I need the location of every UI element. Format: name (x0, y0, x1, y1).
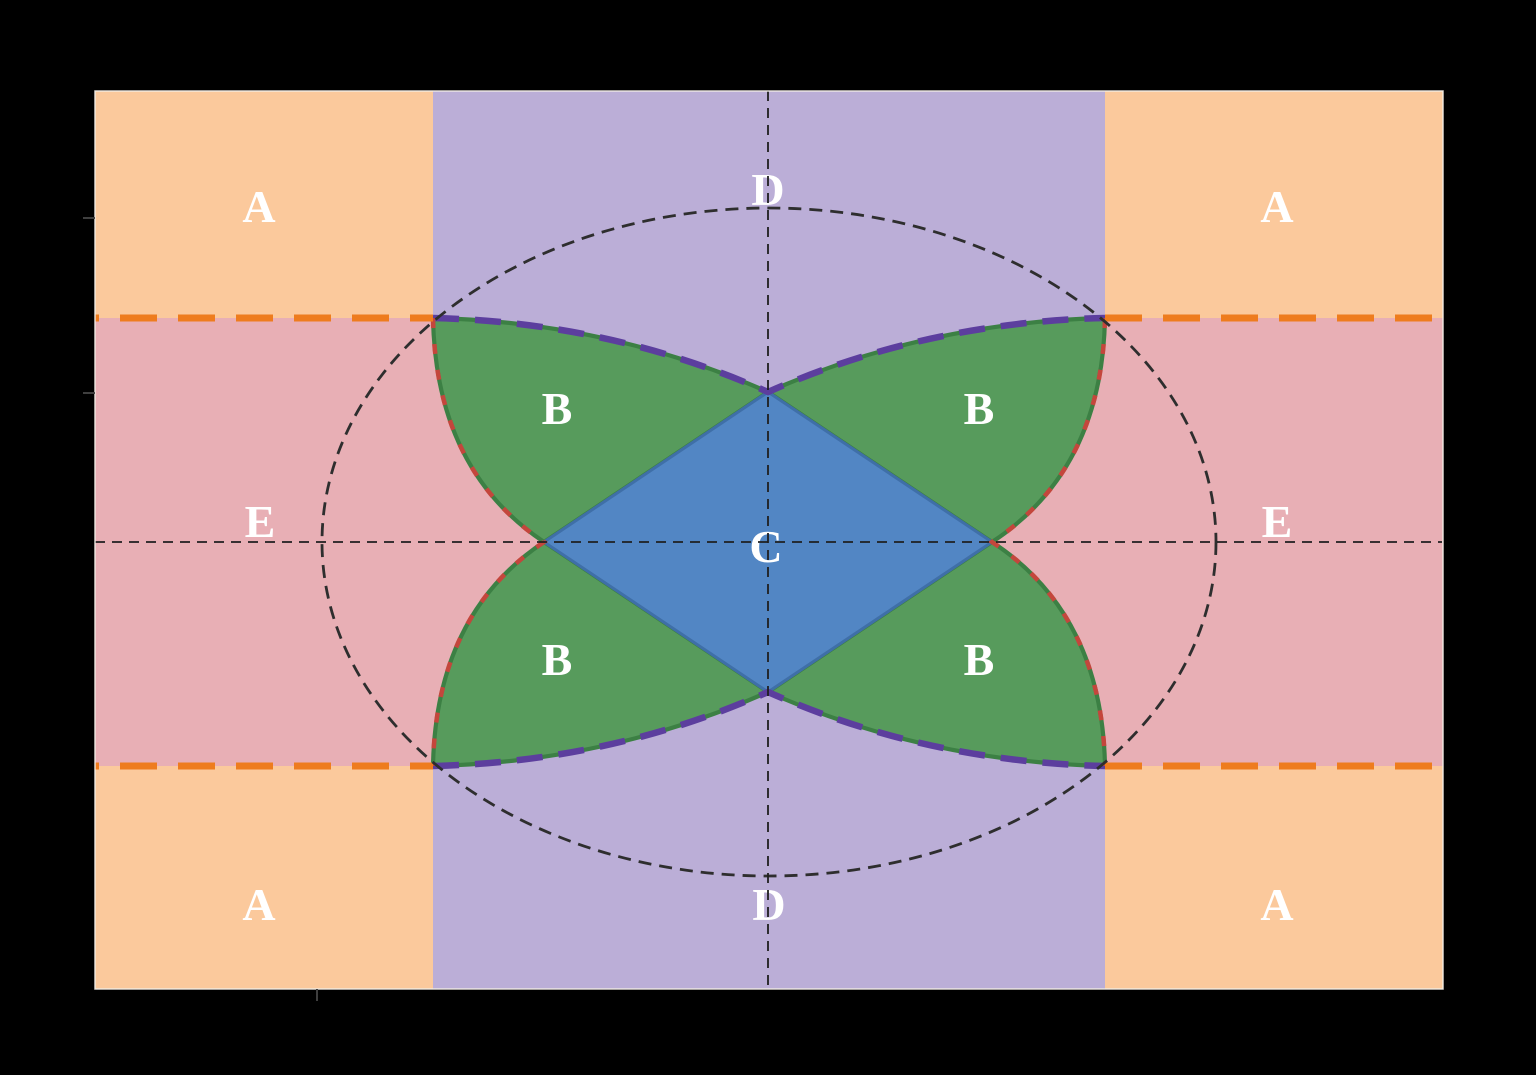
label-c-center: C (749, 521, 782, 572)
label-a-top-left: A (242, 181, 275, 232)
label-e-left: E (245, 496, 276, 547)
label-a-bottom-left: A (242, 879, 275, 930)
label-b-top-right: B (964, 383, 995, 434)
label-d-top: D (751, 164, 784, 215)
label-b-top-left: B (542, 383, 573, 434)
petal-bottom-right (768, 542, 1105, 766)
orange-dashed-band-edges (95, 314, 1443, 770)
label-a-top-right: A (1260, 181, 1293, 232)
petal-top-left (433, 318, 768, 542)
plot-frame (94, 90, 1444, 990)
label-a-bottom-right: A (1260, 879, 1293, 930)
petal-bottom-left (433, 542, 768, 766)
petal-top-right (768, 318, 1105, 542)
label-b-bottom-left: B (542, 634, 573, 685)
dashed-ellipse (320, 206, 1218, 878)
purple-dashed-arc-top (432, 314, 1106, 396)
label-d-bottom: D (752, 879, 785, 930)
label-b-bottom-right: B (964, 634, 995, 685)
red-dashed-arc-right (987, 317, 1108, 767)
center-crosshair (95, 91, 1442, 988)
region-labels: A A A A B B B B C D D E E (242, 164, 1293, 930)
axis-ticks (83, 217, 318, 1001)
region-e-horizontal-band (95, 318, 1443, 766)
label-e-right: E (1262, 496, 1293, 547)
region-b-petals (433, 318, 1105, 766)
